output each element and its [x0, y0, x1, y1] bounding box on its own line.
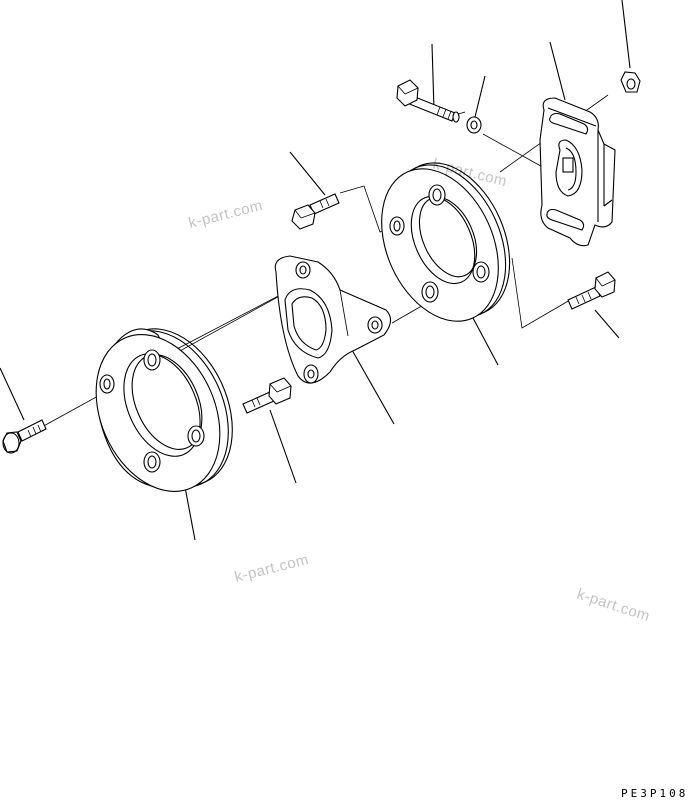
- front-flange: [95, 328, 233, 492]
- leader-lines: [0, 0, 631, 541]
- watermark: k-part.com: [575, 586, 652, 626]
- bolt-left: [2, 419, 47, 454]
- bolt-middle: [242, 377, 292, 414]
- bolt-top: [396, 79, 460, 123]
- mounting-bracket: [539, 97, 616, 247]
- washer: [466, 116, 482, 134]
- watermark: k-part.com: [233, 551, 311, 586]
- bolt-upper-left: [291, 193, 340, 230]
- adapter-bracket: [274, 255, 392, 384]
- rear-flange: [381, 162, 511, 322]
- bolt-right-lower: [567, 271, 616, 310]
- watermark: k-part.com: [187, 197, 265, 232]
- drawing-code: PE3P108: [621, 787, 688, 800]
- nut: [620, 71, 641, 93]
